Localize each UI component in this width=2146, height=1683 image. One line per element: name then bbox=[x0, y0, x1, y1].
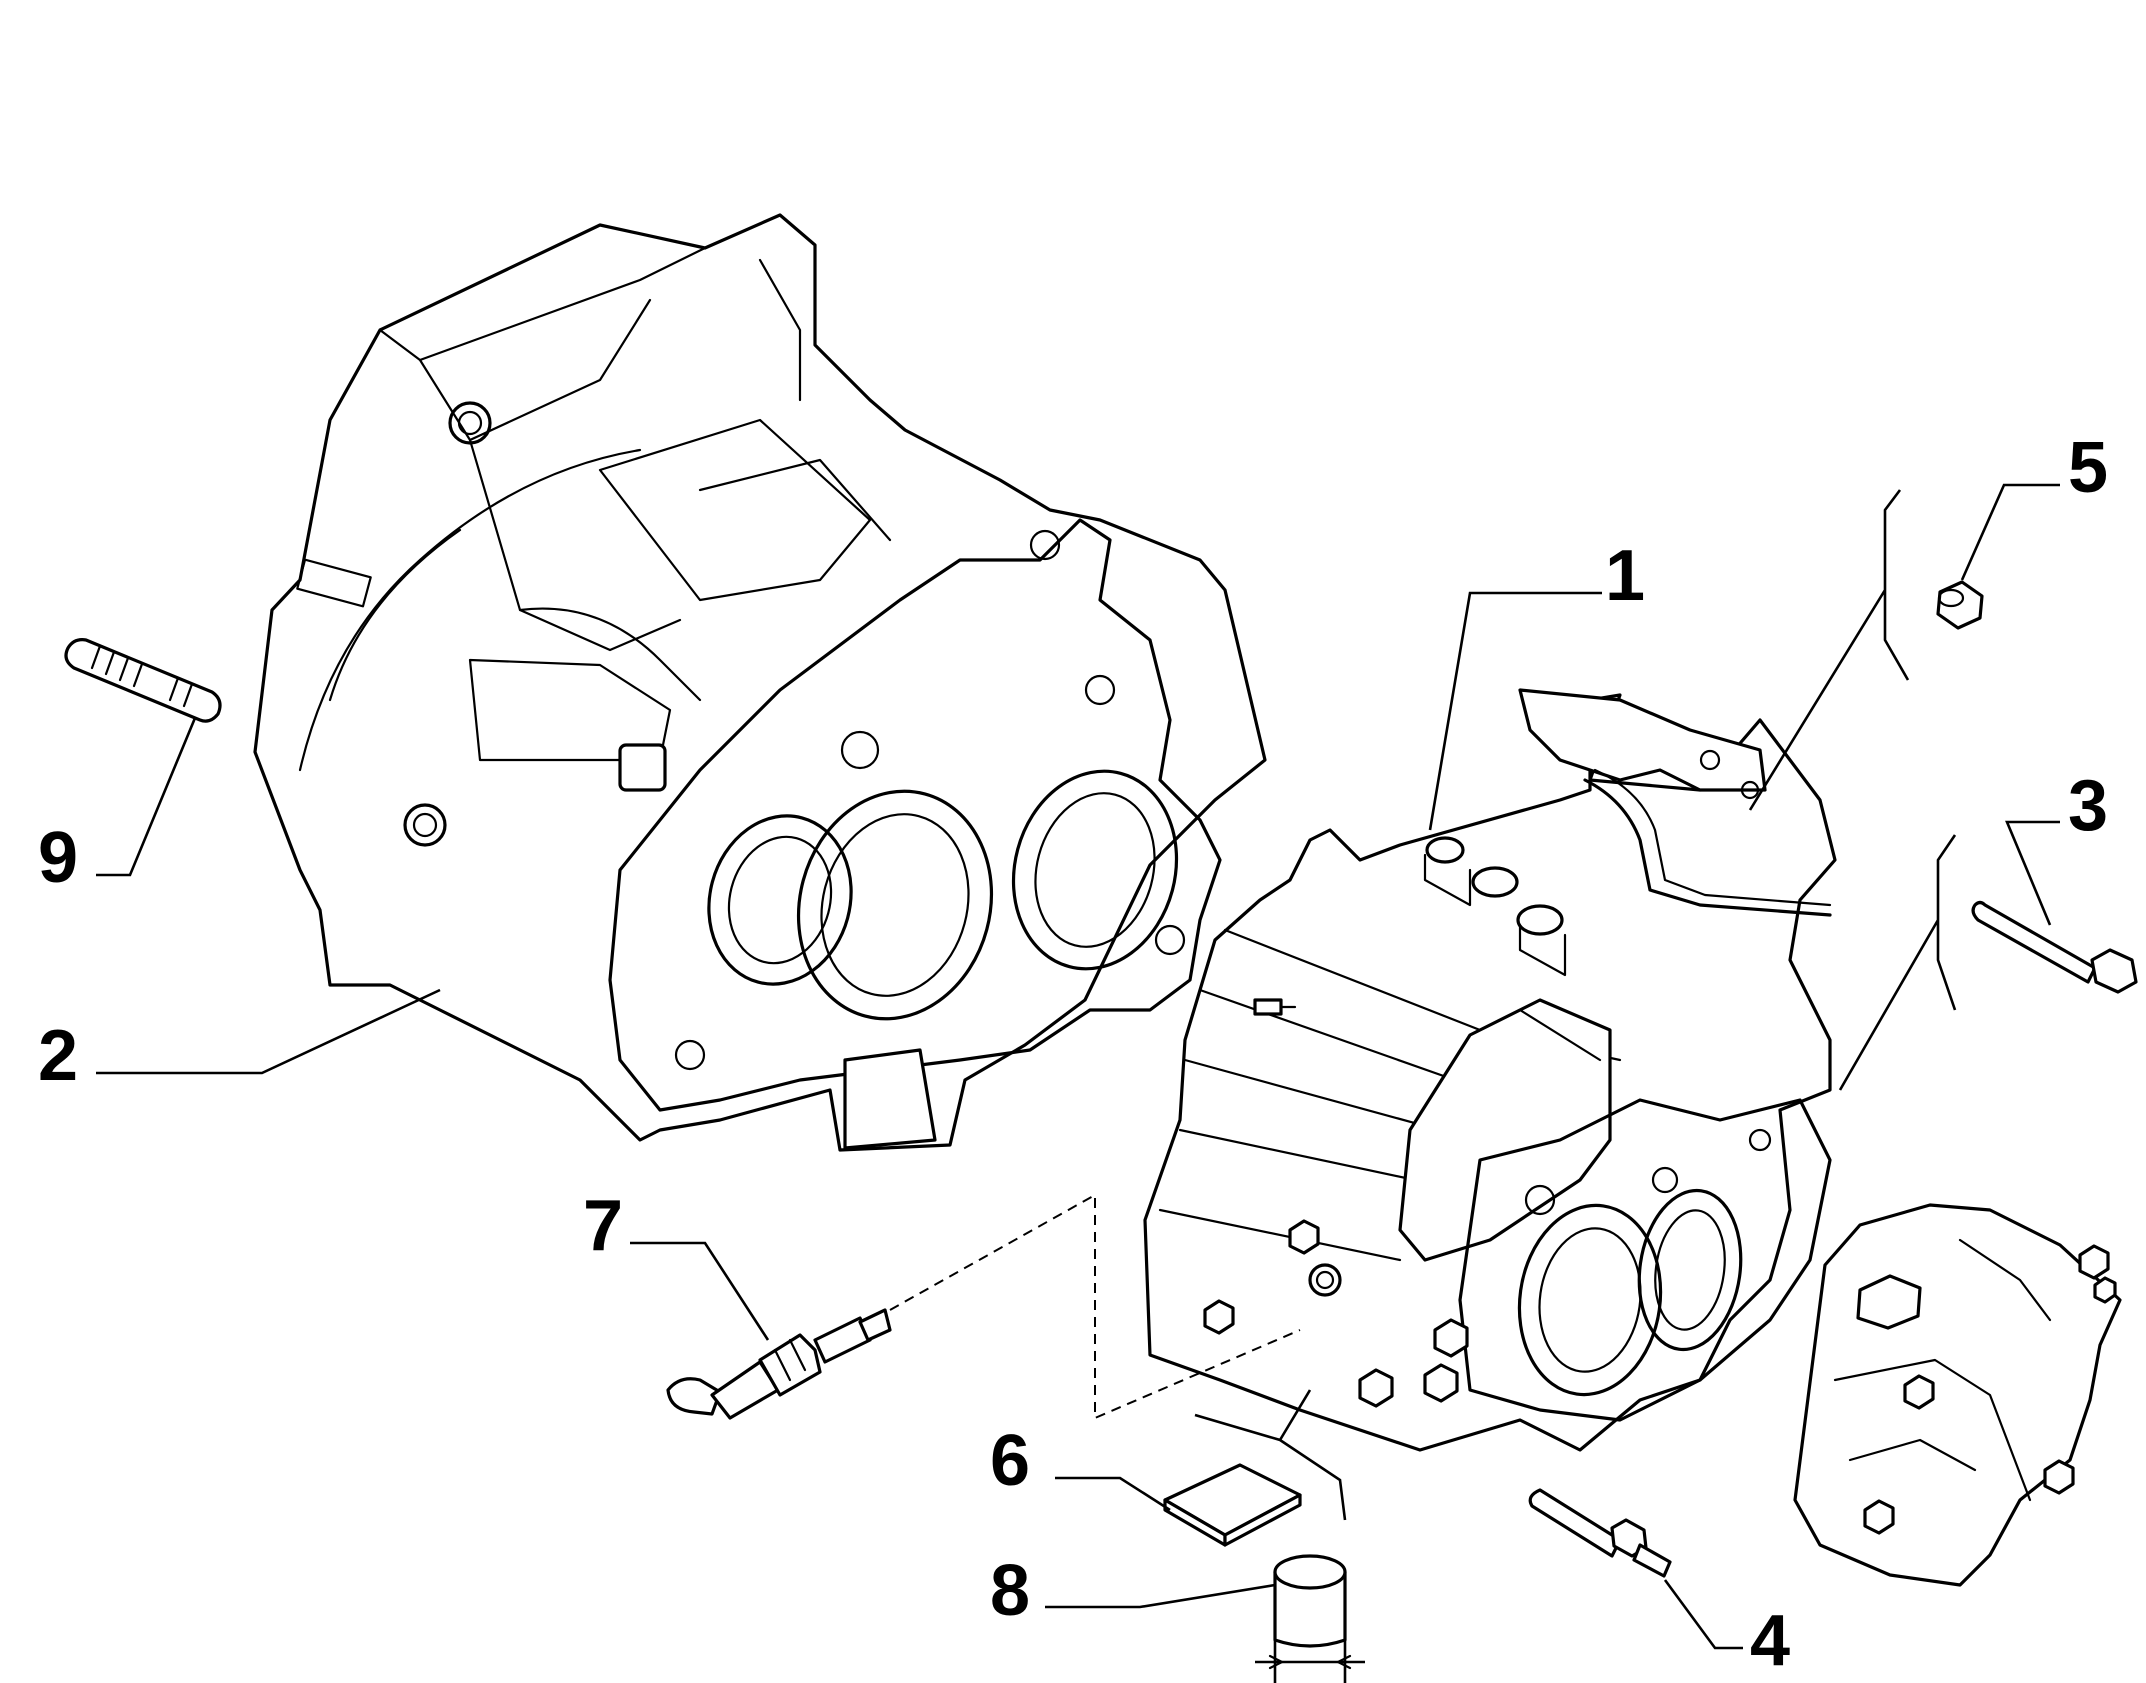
callout-5: 5 bbox=[2068, 428, 2108, 508]
leader-6 bbox=[1055, 1476, 1171, 1512]
callout-3: 3 bbox=[2068, 766, 2108, 846]
leader-4 bbox=[1663, 1579, 1743, 1650]
callout-1: 1 bbox=[1605, 536, 1645, 616]
callout-6: 6 bbox=[990, 1421, 1030, 1501]
plug bbox=[1255, 1554, 1365, 1683]
clutch-bell-housing bbox=[253, 213, 1267, 1152]
callout-9: 9 bbox=[38, 818, 78, 898]
bracket-3 bbox=[1838, 834, 1957, 1091]
bracket-5-3 bbox=[1748, 489, 1910, 811]
bushing bbox=[1936, 580, 1984, 630]
hex-bolt bbox=[1971, 900, 2138, 994]
leader-5 bbox=[1960, 483, 2060, 581]
callout-7: 7 bbox=[583, 1186, 623, 1266]
callout-4: 4 bbox=[1750, 1601, 1790, 1681]
assembly-guide-line bbox=[889, 1193, 1301, 1420]
leader-3 bbox=[2005, 820, 2060, 926]
leader-1 bbox=[1428, 591, 1602, 831]
sealant-pad bbox=[1163, 1463, 1302, 1547]
speed-sensor bbox=[666, 1308, 892, 1420]
leader-8 bbox=[1045, 1583, 1276, 1609]
bracket-6 bbox=[1194, 1389, 1347, 1521]
threaded-stud bbox=[64, 638, 222, 723]
callout-8: 8 bbox=[990, 1551, 1030, 1631]
rear-cover bbox=[1793, 1203, 2122, 1587]
leader-2 bbox=[96, 988, 441, 1075]
stud-bolt bbox=[1528, 1488, 1672, 1578]
callout-2: 2 bbox=[38, 1016, 78, 1096]
leader-7 bbox=[630, 1241, 770, 1341]
leader-9 bbox=[96, 717, 197, 877]
gearbox-housing bbox=[1143, 688, 1837, 1452]
